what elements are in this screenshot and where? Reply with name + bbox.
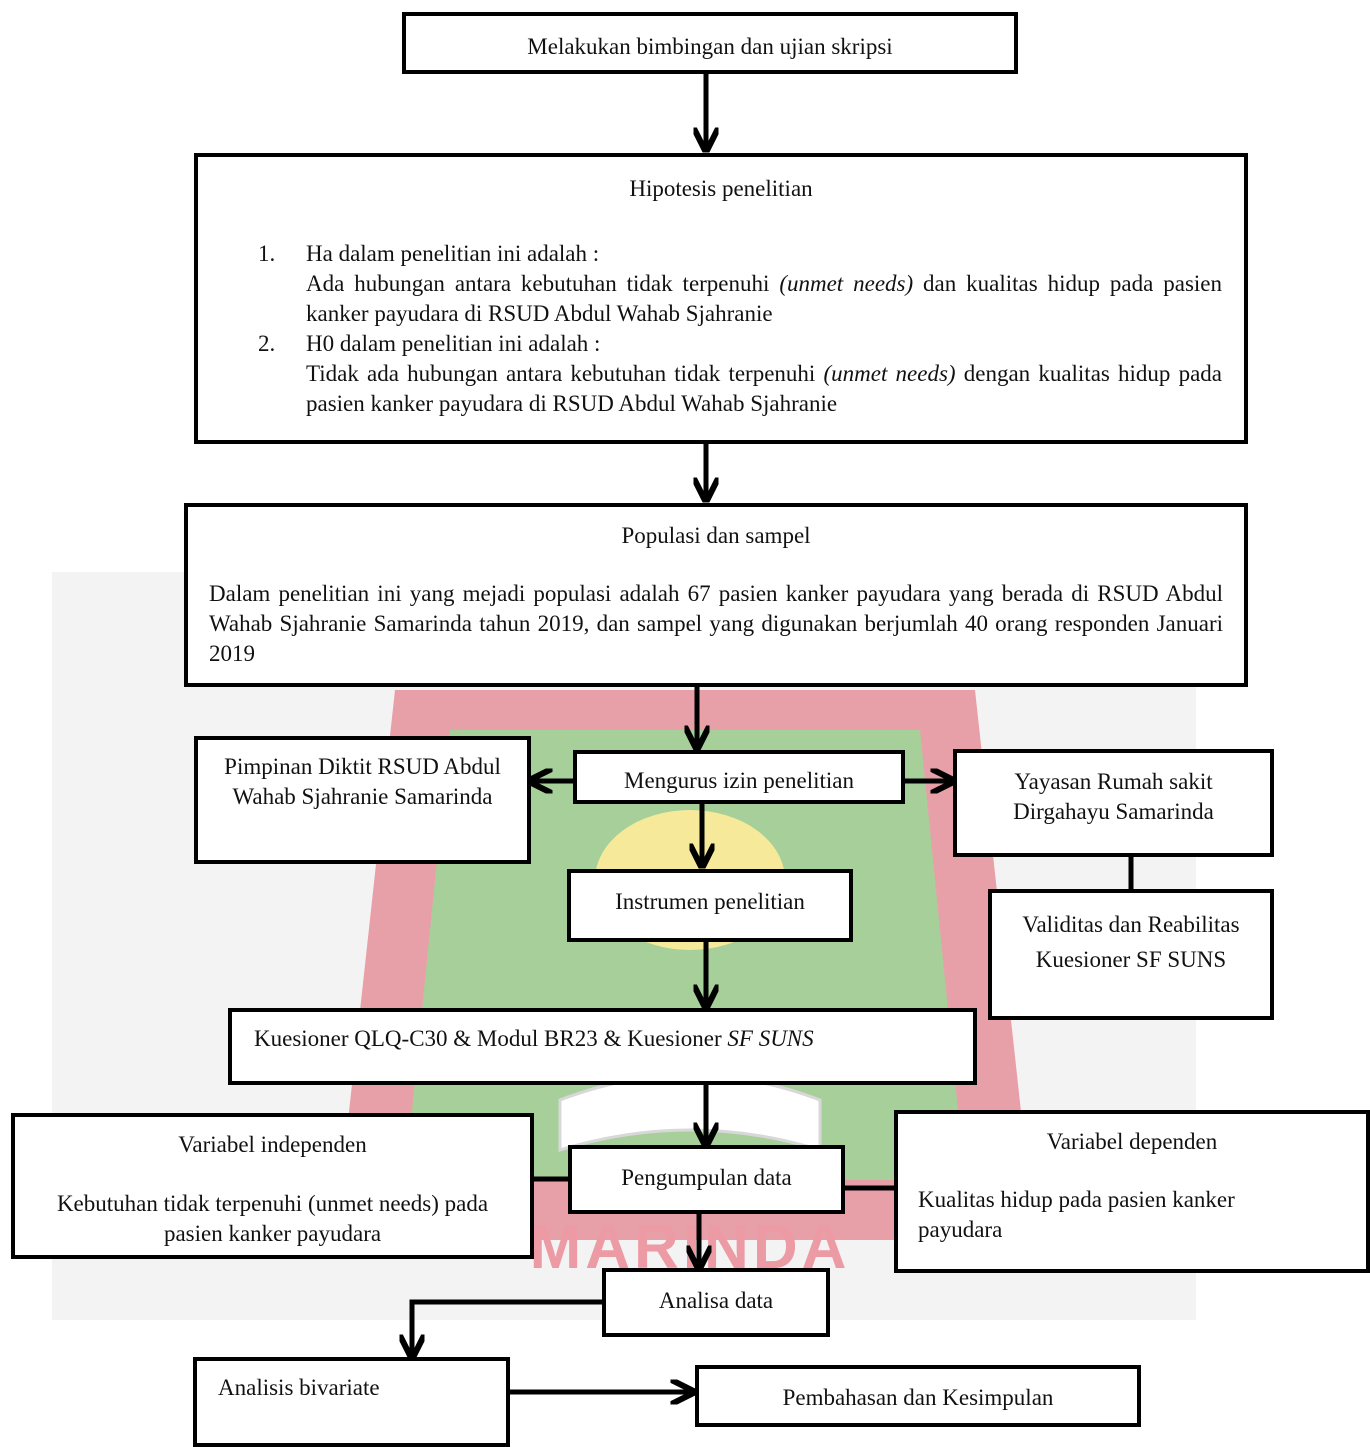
izin-label: Mengurus izin penelitian bbox=[624, 768, 854, 793]
box-hipotesis: Hipotesis penelitian 1. Ha dalam penelit… bbox=[194, 153, 1248, 444]
independen-text: Kebutuhan tidak terpenuhi (unmet needs) … bbox=[56, 1191, 489, 1246]
hipotesis-item-ha: 1. Ha dalam penelitian ini adalah : Ada … bbox=[258, 239, 1222, 329]
hipotesis-text: Ada hubungan antara kebutuhan tidak terp… bbox=[306, 271, 780, 296]
box-kuesioner: Kuesioner QLQ-C30 & Modul BR23 & Kuesion… bbox=[228, 1008, 977, 1085]
box-pembahasan: Pembahasan dan Kesimpulan bbox=[695, 1365, 1141, 1427]
kuesioner-italic: SF SUNS bbox=[727, 1026, 814, 1051]
hipotesis-item-h0: 2. H0 dalam penelitian ini adalah : Tida… bbox=[258, 329, 1222, 419]
populasi-title: Populasi dan sampel bbox=[621, 523, 811, 548]
box-populasi: Populasi dan sampel Dalam penelitian ini… bbox=[184, 503, 1248, 687]
instrumen-label: Instrumen penelitian bbox=[615, 889, 805, 914]
box-independen: Variabel independen Kebutuhan tidak terp… bbox=[11, 1113, 534, 1259]
box-pengumpulan: Pengumpulan data bbox=[568, 1145, 845, 1214]
hipotesis-text: dengan kualitas hidup pada pasien kanker… bbox=[306, 361, 1223, 416]
hipotesis-text: dan kualitas hidup pada pasien kanker pa… bbox=[306, 271, 1223, 326]
populasi-text: Dalam penelitian ini yang mejadi populas… bbox=[209, 581, 1223, 666]
box-izin: Mengurus izin penelitian bbox=[573, 750, 905, 804]
hipotesis-item-body: Tidak ada hubungan antara kebutuhan tida… bbox=[306, 359, 1222, 419]
pembahasan-label: Pembahasan dan Kesimpulan bbox=[782, 1385, 1054, 1410]
yayasan-label: Yayasan Rumah sakit Dirgahayu Samarinda bbox=[1013, 769, 1214, 824]
hipotesis-item-body: Ada hubungan antara kebutuhan tidak terp… bbox=[306, 269, 1222, 329]
box-bimbingan: Melakukan bimbingan dan ujian skripsi bbox=[402, 12, 1018, 74]
hipotesis-list: 1. Ha dalam penelitian ini adalah : Ada … bbox=[258, 239, 1222, 419]
box-bivariate: Analisis bivariate bbox=[193, 1357, 510, 1447]
box-analisa: Analisa data bbox=[602, 1268, 830, 1337]
hipotesis-title: Hipotesis penelitian bbox=[629, 176, 813, 201]
independen-title: Variabel independen bbox=[178, 1132, 367, 1157]
box-pimpinan: Pimpinan Diktit RSUD Abdul Wahab Sjahran… bbox=[194, 736, 531, 864]
bivariate-label: Analisis bivariate bbox=[218, 1375, 380, 1400]
kuesioner-text: Kuesioner QLQ-C30 & Modul BR23 & Kuesion… bbox=[254, 1026, 728, 1051]
hipotesis-text: Tidak ada hubungan antara kebutuhan tida… bbox=[306, 361, 824, 386]
pimpinan-label: Pimpinan Diktit RSUD Abdul Wahab Sjahran… bbox=[224, 754, 501, 809]
hipotesis-item-number: 1. bbox=[258, 241, 276, 266]
box-dependen: Variabel dependen Kualitas hidup pada pa… bbox=[894, 1110, 1370, 1273]
analisa-label: Analisa data bbox=[658, 1288, 774, 1313]
hipotesis-item-number: 2. bbox=[258, 331, 276, 356]
dependen-title: Variabel dependen bbox=[1046, 1129, 1218, 1154]
pengumpulan-label: Pengumpulan data bbox=[621, 1165, 792, 1190]
dependen-text: Kualitas hidup pada pasien kanker payuda… bbox=[918, 1187, 1235, 1242]
hipotesis-italic-term: (unmet needs) bbox=[823, 361, 956, 386]
box-validitas: Validitas dan Reabilitas Kuesioner SF SU… bbox=[988, 889, 1274, 1020]
hipotesis-item-heading: H0 dalam penelitian ini adalah : bbox=[306, 331, 601, 356]
hipotesis-item-heading: Ha dalam penelitian ini adalah : bbox=[306, 241, 600, 266]
box-yayasan: Yayasan Rumah sakit Dirgahayu Samarinda bbox=[953, 749, 1274, 857]
hipotesis-italic-term: (unmet needs) bbox=[779, 271, 914, 296]
bimbingan-label: Melakukan bimbingan dan ujian skripsi bbox=[527, 34, 893, 59]
box-instrumen: Instrumen penelitian bbox=[567, 869, 853, 942]
validitas-label: Validitas dan Reabilitas Kuesioner SF SU… bbox=[1022, 912, 1240, 972]
